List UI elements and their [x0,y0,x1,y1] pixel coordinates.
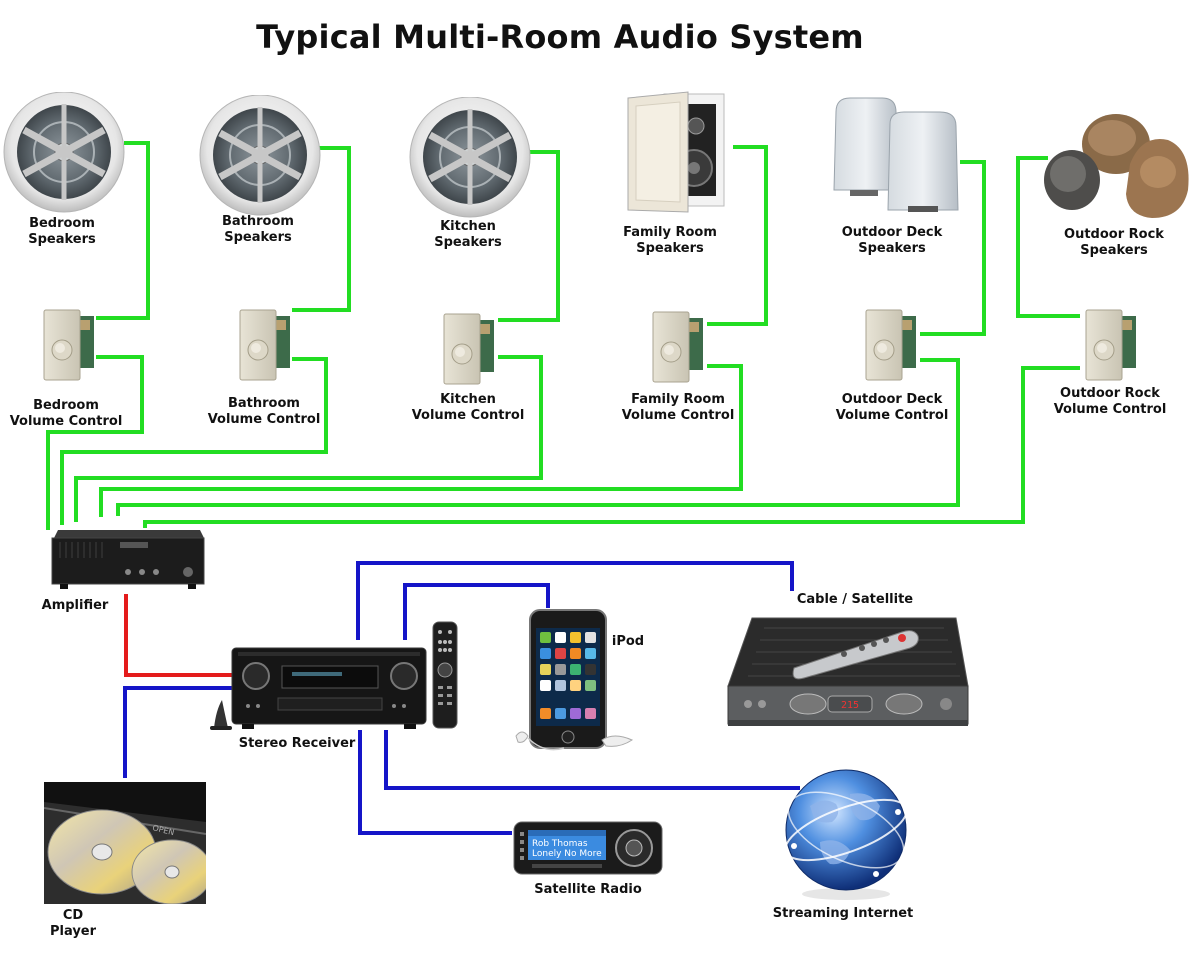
outdoor-speaker-icon [833,97,959,212]
wire-familyroom-speaker [707,145,768,326]
ipod-label: iPod [611,634,645,649]
wire-rock-vc [143,366,1080,528]
cable-display: 215 [841,700,859,711]
internet-label: Streaming Internet [772,906,914,921]
volume-control-icon [443,313,494,385]
cd-player-icon: OPEN [44,782,206,904]
satradio-line2: Lonely No More [532,849,602,859]
wire-ipod [403,583,550,640]
wire-internet [384,730,800,790]
ipod-icon [515,609,634,751]
rock-speaker-icon [1044,114,1189,218]
ceiling-speaker-icon [3,92,125,213]
satellite-radio-icon: Rob Thomas Lonely No More [513,821,663,875]
satellite-radio-label: Satellite Radio [534,882,642,897]
cable-label: Cable / Satellite [796,592,914,607]
wire-bedroom-vc [46,355,144,530]
wire-cd [123,686,234,778]
cable-box-icon: 215 [727,617,969,726]
wire-bathroom-speaker [292,146,351,312]
wire-bedroom-speaker [96,141,150,320]
ceiling-speaker-icon [409,97,531,218]
volume-control-icon [239,309,290,381]
wire-deck-speaker [920,160,986,336]
cd-player-label: CD Player [49,908,97,939]
wire-cable [356,561,794,640]
wire-amp-receiver [124,594,234,677]
volume-control-icon [43,309,94,381]
volume-control-icon [652,311,703,383]
remote-control-icon [432,621,458,729]
wire-rock-speaker [1016,156,1080,318]
amplifier-label: Amplifier [41,598,109,613]
wire-kitchen-speaker [498,150,560,322]
wire-bathroom-vc [60,357,328,525]
satradio-line1: Rob Thomas [532,839,588,849]
wire-familyroom-vc [99,364,743,517]
inwall-speaker-icon [627,91,725,213]
stereo-receiver-icon [210,647,427,730]
wire-kitchen-vc [74,355,543,522]
globe-icon [784,769,908,900]
wire-deck-vc [116,358,960,516]
volume-control-icon [1085,309,1136,381]
amplifier-icon [51,530,205,589]
volume-control-icon [865,309,916,381]
ceiling-speaker-icon [199,95,321,216]
receiver-label: Stereo Receiver [238,736,356,751]
page-title: Typical Multi-Room Audio System [256,18,864,56]
wire-satradio [358,730,512,835]
